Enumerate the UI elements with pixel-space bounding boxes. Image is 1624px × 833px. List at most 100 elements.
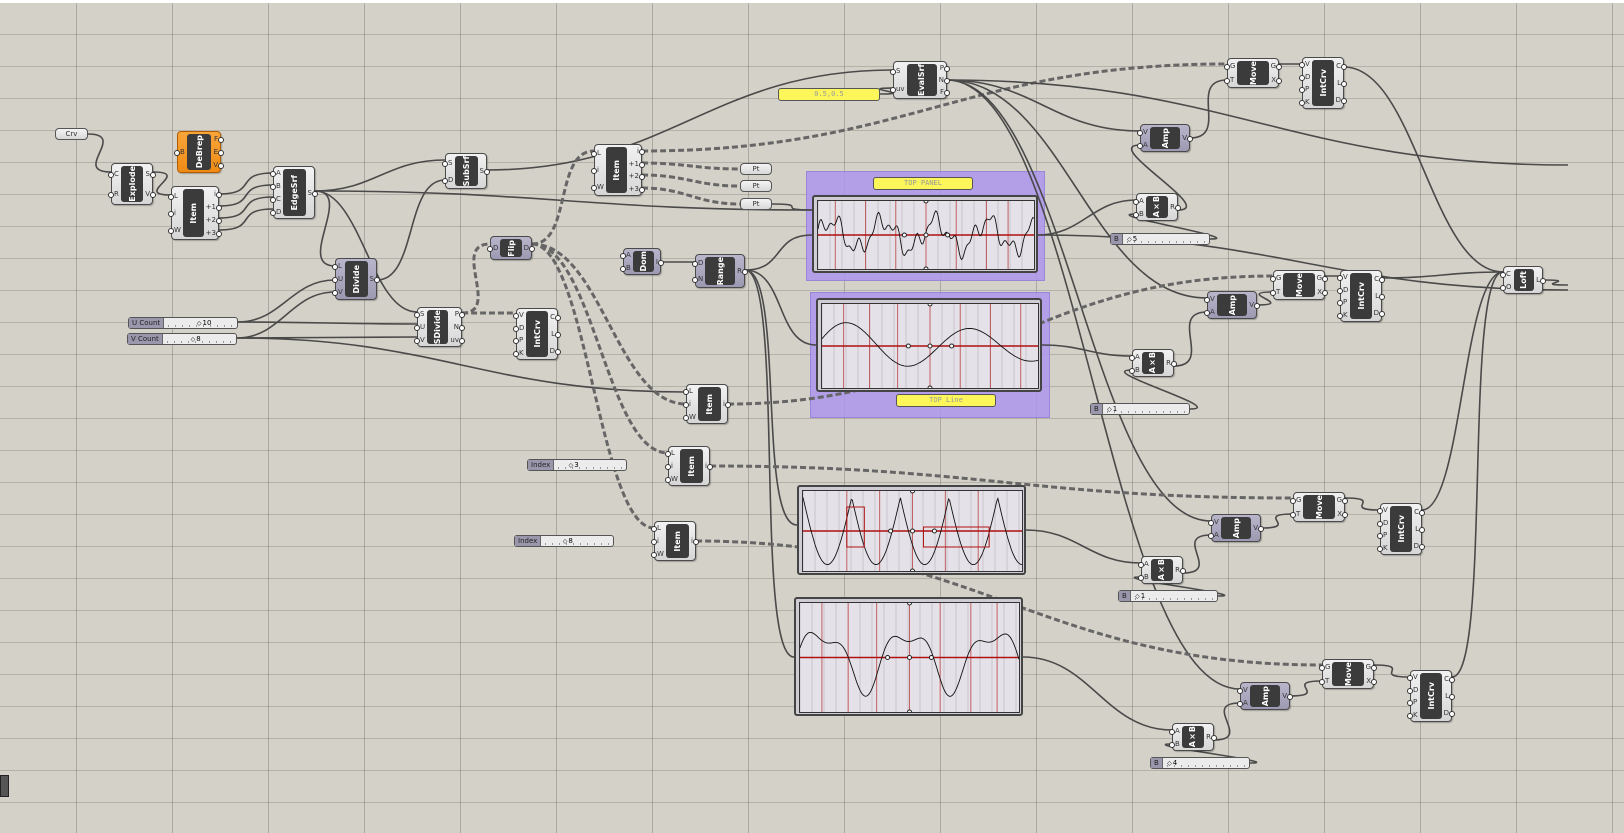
input-port[interactable]: N bbox=[691, 275, 704, 283]
input-port[interactable]: W bbox=[665, 474, 678, 483]
output-port[interactable]: i bbox=[691, 537, 699, 545]
output-port[interactable]: C bbox=[1444, 675, 1455, 684]
output-port[interactable]: L bbox=[1445, 691, 1455, 700]
graph-grip[interactable] bbox=[931, 528, 937, 534]
wire[interactable] bbox=[461, 242, 491, 315]
slider-track[interactable]: 5 bbox=[1122, 234, 1209, 244]
input-port[interactable]: D bbox=[512, 323, 525, 332]
slider-value[interactable]: 4 bbox=[1167, 758, 1177, 769]
crv-param[interactable]: Crv bbox=[55, 128, 88, 140]
wire[interactable] bbox=[1451, 271, 1504, 678]
input-port[interactable]: V bbox=[332, 288, 343, 297]
text-panel[interactable]: TOP Line bbox=[896, 394, 996, 407]
input-port[interactable]: P bbox=[1406, 698, 1418, 707]
output-port[interactable]: +1 bbox=[205, 202, 223, 211]
output-port[interactable]: V bbox=[1249, 301, 1260, 309]
input-port[interactable]: D bbox=[1336, 285, 1349, 294]
output-port[interactable]: D bbox=[549, 346, 562, 355]
output-port[interactable]: D bbox=[1335, 95, 1348, 104]
wire[interactable] bbox=[236, 336, 418, 339]
input-port[interactable]: B bbox=[174, 148, 185, 156]
wire[interactable] bbox=[1041, 344, 1133, 357]
input-port[interactable]: K bbox=[1377, 543, 1388, 552]
input-port[interactable]: i bbox=[591, 165, 599, 174]
output-port[interactable]: V bbox=[1282, 692, 1293, 700]
graph-grip[interactable] bbox=[910, 528, 915, 534]
wire[interactable] bbox=[641, 161, 741, 171]
wire[interactable] bbox=[946, 79, 1141, 132]
output-port[interactable]: C bbox=[1374, 275, 1385, 284]
slider-track[interactable]: 10 bbox=[164, 318, 237, 328]
wire[interactable] bbox=[744, 269, 798, 526]
output-port[interactable]: D bbox=[1443, 708, 1456, 717]
output-port[interactable]: V bbox=[213, 161, 224, 170]
input-port[interactable]: D bbox=[1406, 685, 1419, 694]
output-port[interactable]: C bbox=[550, 313, 561, 322]
output-port[interactable]: G bbox=[1316, 274, 1330, 282]
input-port[interactable]: D bbox=[269, 207, 282, 216]
wire[interactable] bbox=[314, 159, 446, 192]
input-port[interactable]: K bbox=[1299, 97, 1310, 106]
graph-grip[interactable] bbox=[928, 655, 934, 660]
b-slider[interactable]: B5 bbox=[1110, 233, 1210, 245]
output-port[interactable]: V bbox=[145, 190, 156, 198]
input-port[interactable]: W bbox=[651, 549, 664, 558]
wire[interactable] bbox=[314, 190, 336, 267]
input-port[interactable]: V bbox=[1237, 685, 1248, 694]
slider-value[interactable]: 8 bbox=[191, 334, 200, 345]
input-port[interactable]: G bbox=[1318, 663, 1331, 671]
input-port[interactable]: B bbox=[270, 182, 281, 191]
input-port[interactable]: P bbox=[512, 336, 524, 345]
graph-grip[interactable] bbox=[927, 303, 933, 307]
wire[interactable] bbox=[218, 208, 274, 231]
input-port[interactable]: i bbox=[651, 536, 659, 545]
input-port[interactable]: A bbox=[1129, 352, 1140, 361]
input-port[interactable]: G bbox=[1289, 496, 1302, 504]
wire[interactable] bbox=[1289, 680, 1323, 697]
wire[interactable] bbox=[236, 291, 336, 339]
output-port[interactable]: X bbox=[1366, 677, 1377, 685]
graph-grip[interactable] bbox=[910, 568, 915, 572]
graph-plot[interactable] bbox=[802, 490, 1023, 572]
input-port[interactable]: V bbox=[1208, 517, 1219, 526]
input-port[interactable]: D bbox=[441, 175, 454, 184]
input-port[interactable]: G bbox=[1223, 62, 1236, 70]
input-port[interactable]: L bbox=[665, 449, 675, 458]
output-port[interactable]: S bbox=[307, 188, 320, 197]
wire[interactable] bbox=[1381, 271, 1504, 279]
wire[interactable] bbox=[1173, 311, 1208, 367]
slider-value[interactable]: 10 bbox=[197, 318, 212, 329]
wire[interactable] bbox=[1189, 79, 1228, 139]
slider-value[interactable]: 1 bbox=[1135, 591, 1145, 602]
wire[interactable] bbox=[744, 269, 817, 346]
wire[interactable] bbox=[1260, 513, 1294, 529]
graph-grip[interactable] bbox=[901, 232, 907, 238]
input-port[interactable]: D bbox=[1376, 518, 1389, 527]
wire[interactable] bbox=[1373, 664, 1411, 678]
slider-value[interactable]: 8 bbox=[563, 536, 572, 547]
input-port[interactable]: V bbox=[1299, 60, 1310, 69]
input-port[interactable]: V bbox=[1337, 273, 1348, 282]
output-port[interactable]: i bbox=[214, 189, 222, 198]
input-port[interactable]: i bbox=[168, 208, 176, 217]
input-port[interactable]: U bbox=[413, 322, 426, 331]
graph-grip[interactable] bbox=[945, 232, 951, 238]
graph-grip[interactable] bbox=[910, 490, 915, 494]
output-port[interactable]: S bbox=[369, 275, 382, 283]
input-port[interactable]: T bbox=[1269, 288, 1281, 296]
output-port[interactable]: X bbox=[1271, 76, 1282, 84]
